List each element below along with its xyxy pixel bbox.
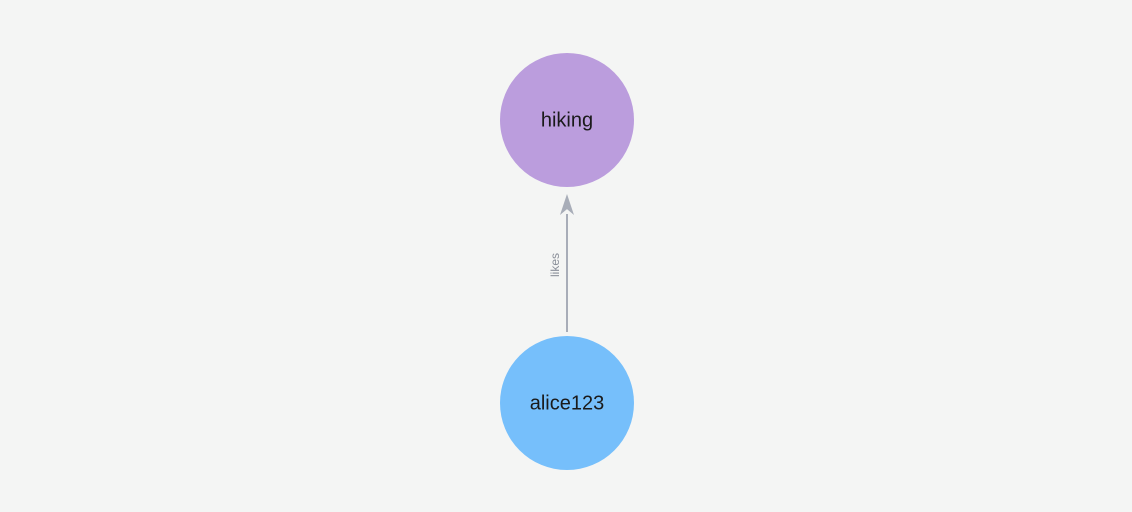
node-circle-hiking[interactable] bbox=[500, 53, 634, 187]
node-hiking[interactable]: hiking bbox=[500, 53, 634, 187]
edge-alice123-likes-hiking[interactable]: likes bbox=[548, 194, 574, 332]
node-label-alice123: alice123 bbox=[530, 392, 605, 414]
edge-label-likes: likes bbox=[548, 253, 562, 277]
node-alice123[interactable]: alice123 bbox=[500, 336, 634, 470]
node-circle-alice123[interactable] bbox=[500, 336, 634, 470]
node-label-hiking: hiking bbox=[541, 109, 593, 131]
edge-arrowhead bbox=[560, 194, 574, 215]
